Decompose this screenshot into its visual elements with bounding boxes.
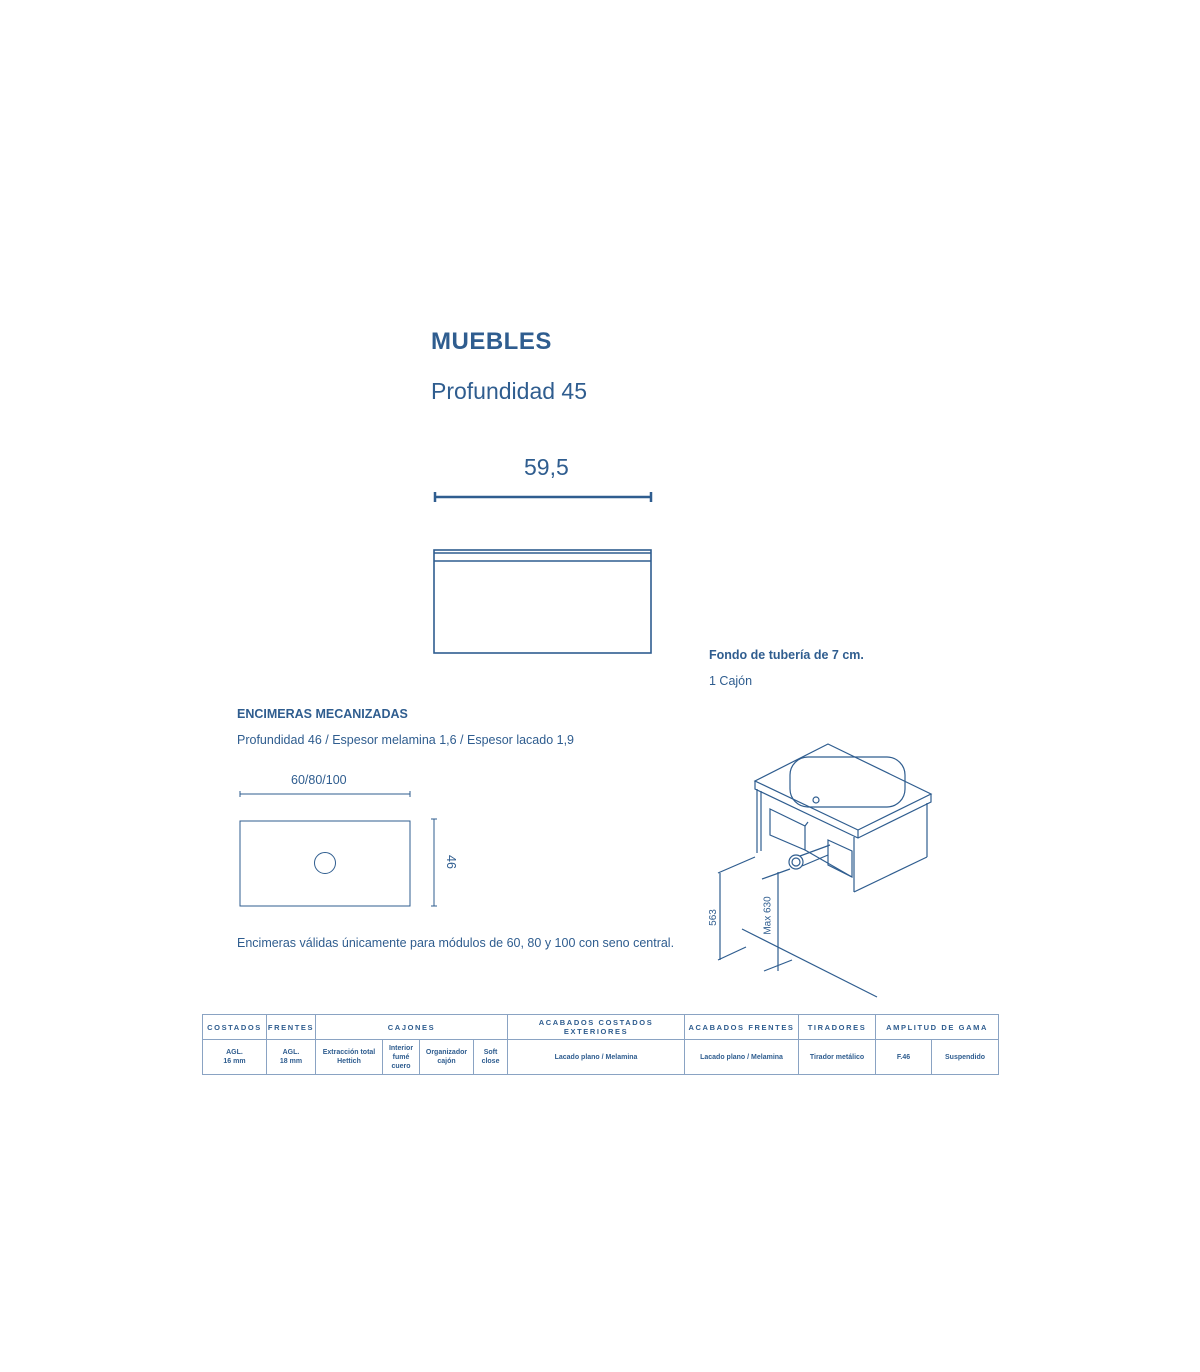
- width-dimension: 59,5: [524, 454, 569, 480]
- table-cell: Extracción total Hettich: [315, 1039, 383, 1075]
- height-max-label: Max 630: [762, 896, 774, 935]
- countertop-dimension: [239, 791, 437, 907]
- header-acabados-costados: ACABADOS COSTADOS EXTERIORES: [507, 1014, 686, 1040]
- table-cell: Tirador metálico: [798, 1039, 877, 1075]
- table-cell: AGL. 16 mm: [202, 1039, 267, 1075]
- table-cell: Soft close: [472, 1039, 509, 1075]
- drawer-count: 1 Cajón: [709, 674, 753, 688]
- header-costados: COSTADOS: [202, 1014, 267, 1040]
- header-frentes: FRENTES: [266, 1014, 316, 1040]
- countertop-top-view: [239, 820, 411, 907]
- page-subtitle: Profundidad 45: [431, 378, 588, 404]
- table-cell: AGL. 18 mm: [266, 1039, 316, 1075]
- width-dimension-line: [433, 492, 653, 502]
- cabinet-front-view: [433, 549, 652, 654]
- encimeras-note: Encimeras válidas únicamente para módulo…: [237, 936, 675, 950]
- table-cell: F.46: [875, 1039, 933, 1075]
- table-cell: Suspendido: [931, 1039, 1000, 1075]
- header-cajones: CAJONES: [314, 1014, 509, 1040]
- encimeras-subtitle: Profundidad 46 / Espesor melamina 1,6 / …: [237, 733, 575, 747]
- table-cell: Interior fumé cuero: [382, 1039, 420, 1075]
- encimeras-title: ENCIMERAS MECANIZADAS: [237, 707, 408, 721]
- specs-table: COSTADOS FRENTES CAJONES ACABADOS COSTAD…: [202, 1014, 1000, 1075]
- table-cell: Lacado plano / Melamina: [507, 1039, 686, 1075]
- table-cell: Lacado plano / Melamina: [684, 1039, 800, 1075]
- header-tiradores: TIRADORES: [798, 1014, 877, 1040]
- page-title: MUEBLES: [431, 328, 552, 355]
- pipe-depth-note: Fondo de tubería de 7 cm.: [709, 648, 864, 662]
- countertop-width: 60/80/100: [291, 773, 347, 787]
- table-cell: Organizador cajón: [419, 1039, 474, 1075]
- header-amplitud: AMPLITUD DE GAMA: [875, 1014, 1000, 1040]
- header-acabados-frentes: ACABADOS FRENTES: [684, 1014, 800, 1040]
- table-header-row: COSTADOS FRENTES CAJONES ACABADOS COSTAD…: [202, 1014, 1000, 1040]
- height-563-label: 563: [707, 909, 719, 926]
- table-row: AGL. 16 mm AGL. 18 mm Extracción total H…: [202, 1039, 1000, 1075]
- isometric-vanity: [717, 743, 933, 998]
